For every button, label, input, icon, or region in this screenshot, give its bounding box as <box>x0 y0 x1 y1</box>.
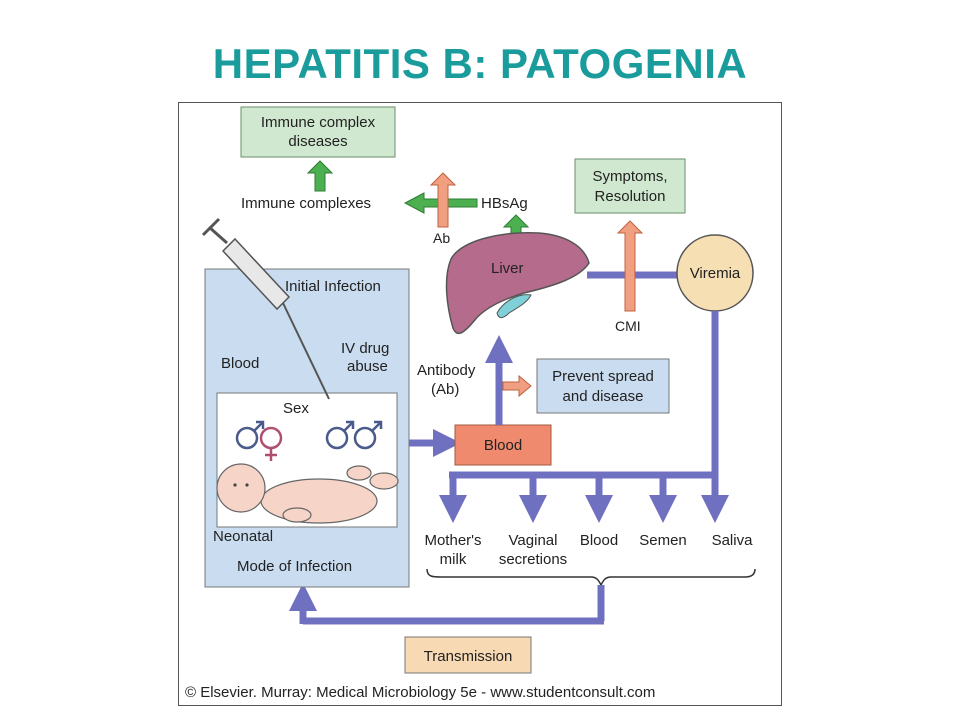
svg-text:Viremia: Viremia <box>690 265 741 282</box>
svg-text:Immune complex: Immune complex <box>261 114 376 131</box>
transmission-box: Transmission <box>404 636 532 674</box>
immune-complexes-label: Immune complexes <box>241 195 371 212</box>
svg-text:abuse: abuse <box>347 358 388 375</box>
output-secretions-label: secretions <box>499 551 567 568</box>
output-mothers-milk-label: Mother's <box>424 532 481 549</box>
syringe-icon <box>201 217 330 400</box>
svg-text:Transmission: Transmission <box>424 648 513 665</box>
output-semen-label: Semen <box>639 532 687 549</box>
svg-text:diseases: diseases <box>288 133 347 150</box>
gender-symbols-icon <box>235 420 383 461</box>
prevent-spread-box: Prevent spread and disease <box>536 358 670 414</box>
antibody-label: Antibody <box>417 362 476 379</box>
svg-text:IV drug: IV drug <box>341 340 389 357</box>
svg-text:Prevent spread: Prevent spread <box>552 368 654 385</box>
cmi-label: CMI <box>615 318 641 334</box>
copyright-text: © Elsevier. Murray: Medical Microbiology… <box>185 684 655 701</box>
viremia-circle: Viremia <box>676 234 754 312</box>
svg-text:Blood: Blood <box>221 355 259 372</box>
svg-text:Initial Infection: Initial Infection <box>285 278 381 295</box>
arrow-to-immune-complex-diseases <box>306 160 334 192</box>
outputs-brace <box>426 568 756 587</box>
svg-text:Resolution: Resolution <box>595 188 666 205</box>
output-blood-label: Blood <box>580 532 618 549</box>
cmi-up-arrow <box>616 220 644 312</box>
sex-label: Sex <box>283 400 309 417</box>
antibody-right-arrow <box>502 374 532 398</box>
svg-text:Symptoms,: Symptoms, <box>592 168 667 185</box>
output-vaginal-label: Vaginal <box>509 532 558 549</box>
pathogenesis-figure: Immune complex diseases Immune complexes… <box>178 102 782 706</box>
symptoms-resolution-box: Symptoms, Resolution <box>574 158 686 214</box>
ab-label: Ab <box>433 230 450 246</box>
pathogenesis-diagram: Immune complex diseases Immune complexes… <box>185 106 756 701</box>
blood-box: Blood <box>454 424 552 466</box>
baby-icon <box>216 463 399 524</box>
output-saliva-label: Saliva <box>712 532 754 549</box>
svg-text:and disease: and disease <box>563 388 644 405</box>
liver-label: Liver <box>491 260 524 277</box>
ab-up-arrow <box>429 172 457 228</box>
output-arrows <box>439 473 729 523</box>
hbsag-label: HBsAg <box>481 195 528 212</box>
output-milk-label: milk <box>440 551 467 568</box>
svg-text:Neonatal: Neonatal <box>213 528 273 545</box>
slide-title: HEPATITIS B: PATOGENIA <box>212 40 748 87</box>
immune-complex-diseases-box: Immune complex diseases <box>240 106 396 158</box>
svg-text:Blood: Blood <box>484 437 522 454</box>
liver-illustration: Liver <box>445 232 590 335</box>
antibody-ab-label: (Ab) <box>431 381 459 398</box>
svg-text:Mode of Infection: Mode of Infection <box>237 558 352 575</box>
